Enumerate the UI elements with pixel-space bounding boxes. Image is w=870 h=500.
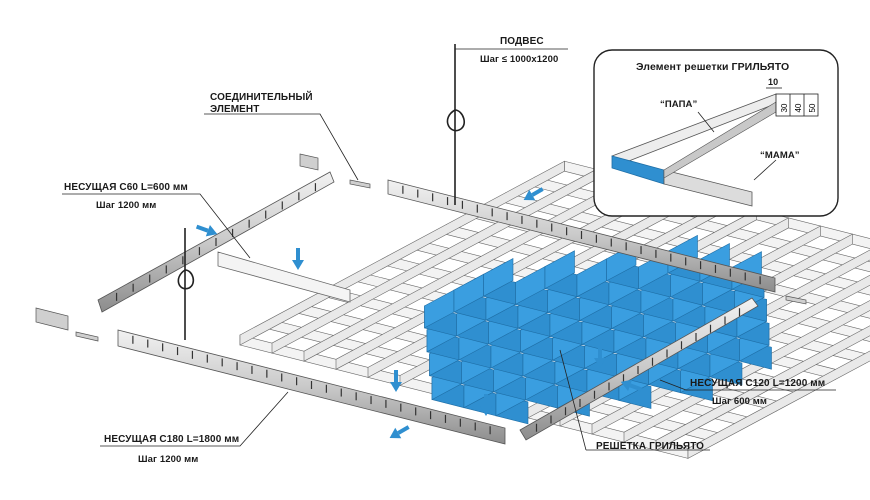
inset-papa-label: “ПАПА” xyxy=(660,99,698,110)
inset-width-dim: 10 xyxy=(768,77,779,87)
blue-arrow xyxy=(523,187,544,201)
connector-label-line1: СОЕДИНИТЕЛЬНЫЙ xyxy=(210,92,313,103)
inset-box: 30 40 50 xyxy=(593,49,839,217)
blue-arrow xyxy=(620,379,643,392)
rail-c60-left xyxy=(97,171,335,313)
leader-lines xyxy=(62,48,836,451)
dim-height-40: 40 xyxy=(794,103,803,112)
c180-title: НЕСУЩАЯ С180 L=1800 мм xyxy=(104,434,240,445)
c120-title: НЕСУЩАЯ С120 L=1200 мм xyxy=(690,378,826,389)
dim-height-30: 30 xyxy=(780,103,789,112)
lattice-bar xyxy=(687,350,870,459)
grid-title: РЕШЕТКА ГРИЛЬЯТО xyxy=(596,441,705,452)
blue-arrow xyxy=(292,248,304,270)
connector-label-line2: ЭЛЕМЕНТ xyxy=(210,104,260,115)
hanger-step: Шаг ≤ 1000x1200 xyxy=(480,54,559,65)
hanger-rods xyxy=(177,44,466,340)
rail-c60-panel xyxy=(217,251,351,303)
blue-grid-fin xyxy=(483,257,514,297)
lattice-bar xyxy=(623,300,870,443)
c60-step: Шаг 1200 мм xyxy=(96,200,157,211)
blue-arrow xyxy=(480,394,492,416)
hanger-title: ПОДВЕС xyxy=(500,36,544,47)
c60-title: НЕСУЩАЯ С60 L=600 мм xyxy=(64,182,188,193)
rail-c120-back xyxy=(387,179,776,293)
dim-height-50: 50 xyxy=(808,103,817,112)
blue-arrow xyxy=(195,224,218,237)
inset-title: Элемент решетки ГРИЛЬЯТО xyxy=(636,61,790,73)
inset-mama-label: “МАМА” xyxy=(760,150,800,161)
c120-step: Шаг 600 мм xyxy=(712,396,767,407)
blue-arrow xyxy=(389,425,410,439)
rail-c180-bottom xyxy=(117,329,506,445)
blue-grid-cluster xyxy=(424,234,772,425)
blue-arrow xyxy=(594,346,606,368)
connector-elements xyxy=(35,153,807,342)
lattice-bar xyxy=(655,325,870,451)
c180-step: Шаг 1200 мм xyxy=(138,454,199,465)
insertion-arrows xyxy=(195,187,643,439)
rail-c120-front xyxy=(519,297,759,441)
blue-grid-fin xyxy=(544,250,575,290)
blue-arrow xyxy=(390,370,402,392)
